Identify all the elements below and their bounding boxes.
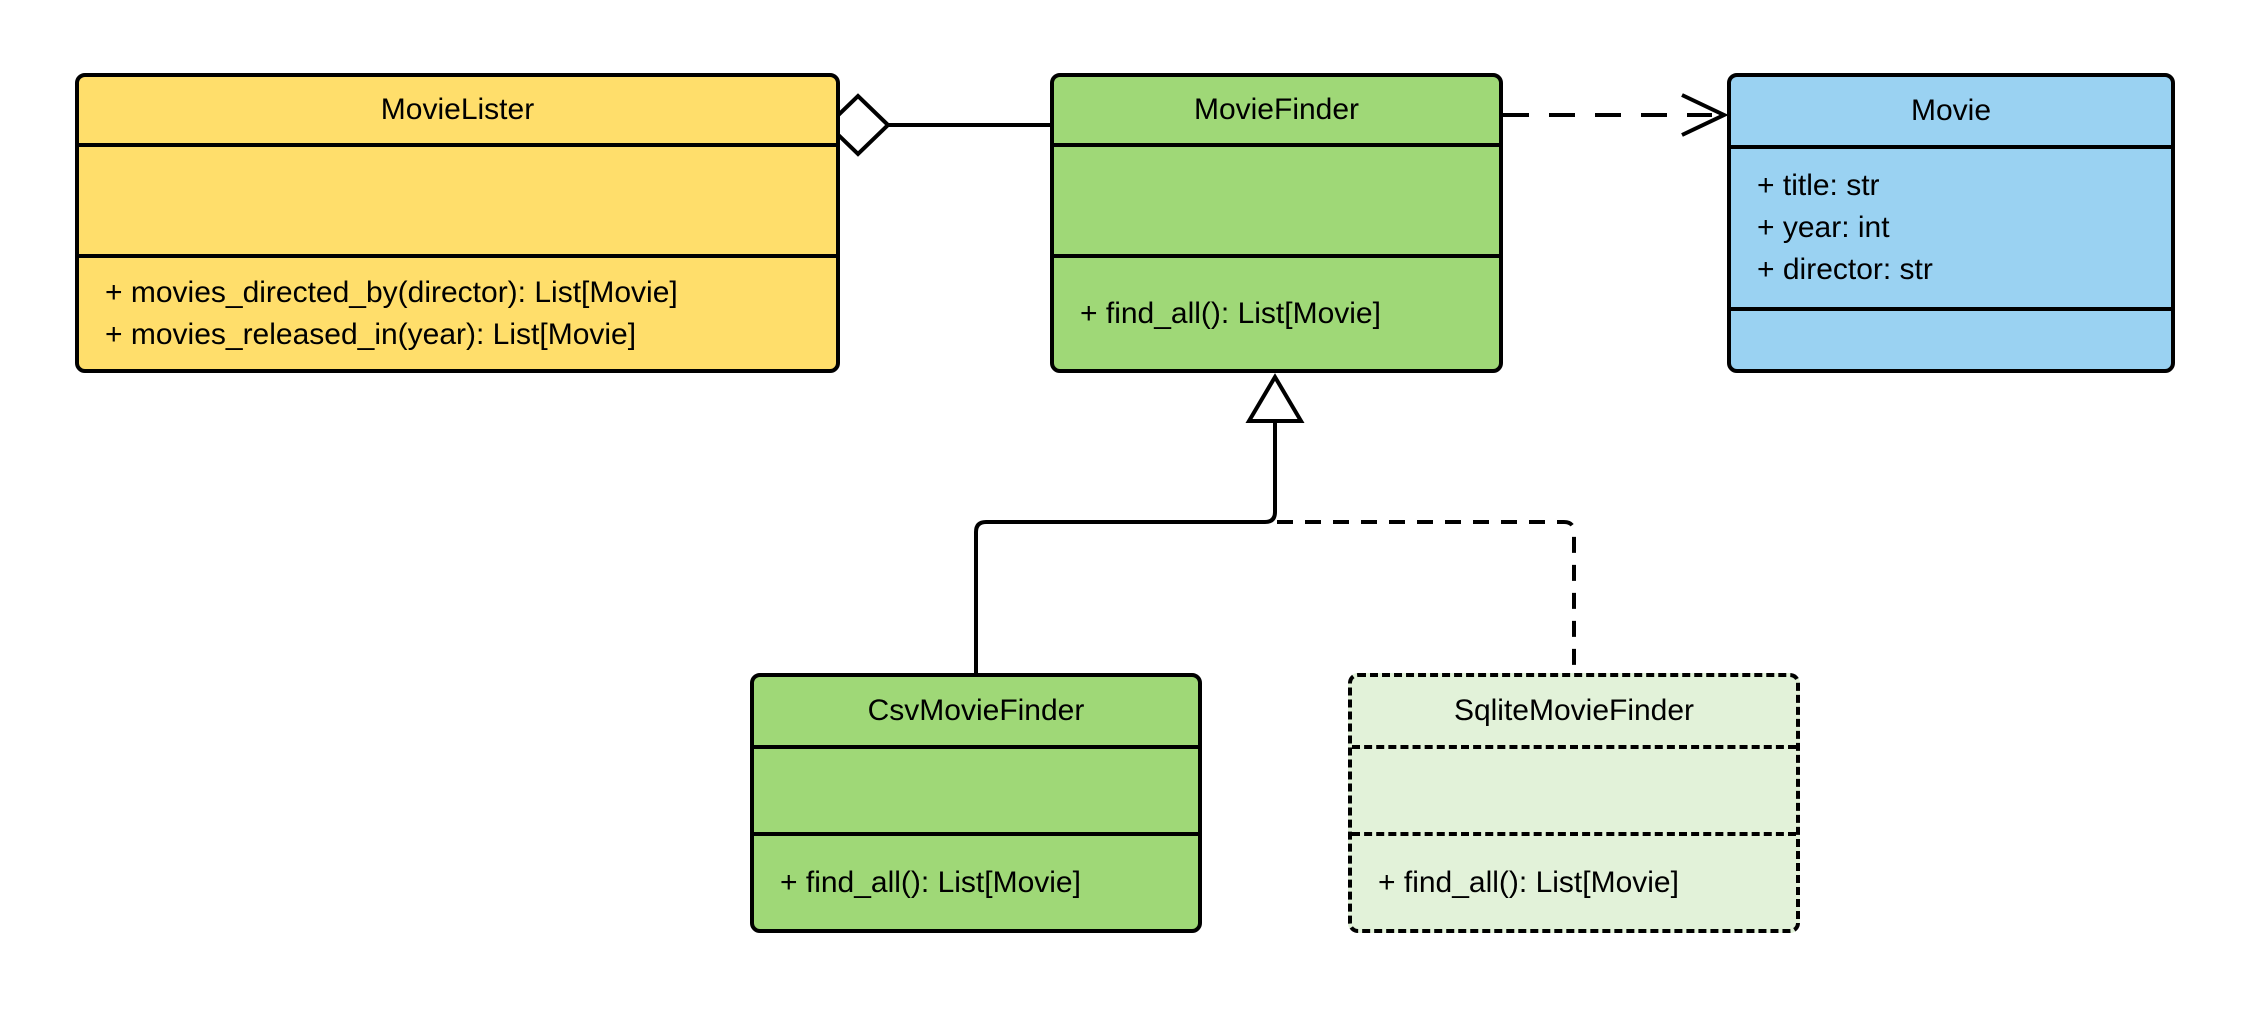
methods-compartment [1731, 311, 2171, 369]
class-box-movielister[interactable]: MovieLister + movies_directed_by(directo… [75, 73, 840, 373]
generalization-connector-csvmoviefinder-moviefinder[interactable] [974, 373, 1305, 673]
class-box-moviefinder[interactable]: MovieFinder + find_all(): List[Movie] [1050, 73, 1503, 373]
class-title: MovieLister [380, 93, 535, 126]
class-title: MovieFinder [1193, 93, 1360, 126]
inheritance-triangle-icon [1245, 373, 1305, 423]
aggregation-connector-movielister-moviefinder[interactable] [825, 93, 1050, 157]
attribute-item: + title: str [1757, 169, 1880, 202]
methods-compartment: + find_all(): List[Movie] [754, 836, 1198, 929]
attributes-compartment [79, 143, 836, 258]
method-item: + movies_directed_by(director): List[Mov… [105, 275, 678, 309]
attribute-item: + director: str [1757, 253, 1933, 286]
attribute-item: + year: int [1757, 211, 1890, 244]
attributes-compartment [754, 745, 1198, 836]
dependency-connector-moviefinder-movie[interactable] [1503, 93, 1729, 137]
class-box-csvmoviefinder[interactable]: CsvMovieFinder + find_all(): List[Movie] [750, 673, 1202, 933]
generalization-connector-sqlitemoviefinder-moviefinder[interactable] [1277, 520, 1576, 671]
method-item: + find_all(): List[Movie] [1080, 296, 1381, 330]
method-item: + movies_released_in(year): List[Movie] [105, 317, 637, 351]
method-item: + find_all(): List[Movie] [780, 865, 1081, 899]
attributes-compartment [1054, 143, 1499, 258]
class-box-movie[interactable]: Movie + title: str + year: int + directo… [1727, 73, 2175, 373]
class-title: SqliteMovieFinder [1453, 694, 1695, 727]
class-title: CsvMovieFinder [867, 694, 1085, 727]
aggregation-diamond-icon [825, 93, 891, 157]
dependency-open-arrow-icon [1681, 93, 1729, 137]
methods-compartment: + find_all(): List[Movie] [1054, 258, 1499, 369]
methods-compartment: + movies_directed_by(director): List[Mov… [79, 258, 836, 369]
methods-compartment: + find_all(): List[Movie] [1352, 836, 1796, 929]
attributes-compartment [1352, 745, 1796, 836]
class-box-sqlitemoviefinder[interactable]: SqliteMovieFinder + find_all(): List[Mov… [1348, 673, 1800, 933]
class-title: Movie [1910, 94, 1992, 127]
method-item: + find_all(): List[Movie] [1378, 865, 1679, 899]
attributes-compartment: + title: str + year: int + director: str [1731, 145, 2171, 311]
